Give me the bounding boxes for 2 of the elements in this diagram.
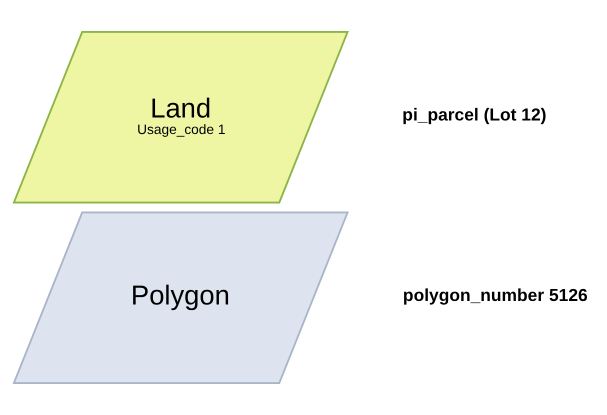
node-label: pi_parcel (Lot 12) <box>402 104 546 125</box>
node-label: polygon_number 5126 <box>402 285 588 306</box>
